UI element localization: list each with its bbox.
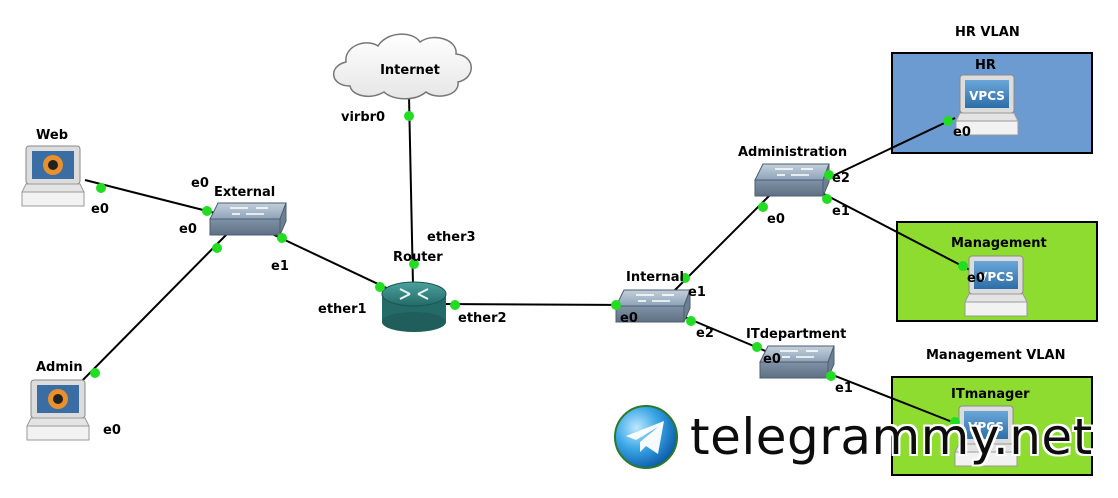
port-label-internal-e1: e1 bbox=[688, 285, 706, 300]
port-label-web-e0: e0 bbox=[91, 202, 109, 217]
links bbox=[74, 95, 971, 426]
link-internet-router[interactable] bbox=[408, 95, 414, 286]
web-pc-icon[interactable] bbox=[21, 145, 85, 207]
link-internal-administration[interactable] bbox=[674, 194, 771, 291]
hr-vpcs-icon[interactable]: VPCS bbox=[955, 74, 1019, 136]
router-icon[interactable] bbox=[381, 281, 447, 332]
port-dot-internal-e0[interactable] bbox=[611, 300, 621, 310]
node-label-internal: Internal bbox=[626, 270, 685, 285]
watermark-text: telegrammy.net bbox=[690, 408, 1093, 466]
node-label-admin: Admin bbox=[36, 360, 83, 375]
link-web-external[interactable] bbox=[84, 179, 216, 214]
port-label-management-e0: e0 bbox=[967, 271, 985, 286]
node-label-management: Management bbox=[951, 236, 1047, 251]
external-switch-icon[interactable] bbox=[209, 202, 287, 236]
node-label-web: Web bbox=[36, 128, 68, 143]
port-dot-ether2[interactable] bbox=[450, 300, 460, 310]
hr-vpcs-text: VPCS bbox=[969, 89, 1005, 103]
port-dot-itdepartment-e1[interactable] bbox=[826, 371, 836, 381]
management-vpcs-icon[interactable]: VPCS bbox=[964, 255, 1028, 317]
port-dot-hr-e0[interactable] bbox=[943, 116, 953, 126]
port-label-external-e0-left: e0 bbox=[179, 222, 197, 237]
port-dot-external-e1[interactable] bbox=[277, 233, 287, 243]
itmanager-vpcs-text: VPCS bbox=[968, 420, 1004, 434]
node-label-router: Router bbox=[393, 250, 443, 265]
link-admin-external[interactable] bbox=[74, 232, 229, 389]
port-dot-itmanager-e0[interactable] bbox=[950, 417, 960, 427]
port-dot-external-e0-left[interactable] bbox=[212, 243, 222, 253]
internal-switch-icon[interactable] bbox=[615, 289, 691, 323]
port-dot-administration-e2[interactable] bbox=[824, 170, 834, 180]
link-itdepartment-itmanager[interactable] bbox=[819, 369, 961, 426]
port-label-hr-e0: e0 bbox=[953, 125, 971, 140]
node-label-hr: HR bbox=[975, 58, 996, 73]
port-label-ether3: ether3 bbox=[427, 230, 476, 245]
port-dot-admin-e0[interactable] bbox=[90, 368, 100, 378]
port-label-ether1: ether1 bbox=[318, 302, 367, 317]
port-label-ether2: ether2 bbox=[458, 311, 507, 326]
telegrammy-watermark: telegrammy.net bbox=[612, 404, 1102, 470]
port-dot-internal-e1[interactable] bbox=[680, 273, 690, 283]
link-external-router[interactable] bbox=[269, 232, 396, 293]
internet-cloud-icon[interactable] bbox=[333, 33, 472, 100]
port-label-itdepartment-e0: e0 bbox=[763, 352, 781, 367]
admin-pc-icon[interactable] bbox=[26, 379, 90, 441]
hr-vlan-title: HR VLAN bbox=[955, 25, 1020, 40]
port-label-admin-e0: e0 bbox=[103, 423, 121, 438]
port-label-internal-e0: e0 bbox=[620, 311, 638, 326]
port-label-virbr0: virbr0 bbox=[341, 110, 386, 125]
node-label-administration: Administration bbox=[738, 145, 848, 160]
port-dot-ether1[interactable] bbox=[375, 282, 385, 292]
port-dot-administration-e0[interactable] bbox=[758, 202, 768, 212]
port-label-itdepartment-e1: e1 bbox=[835, 381, 853, 396]
itdepartment-switch-icon[interactable] bbox=[759, 345, 835, 379]
node-label-internet: Internet bbox=[380, 63, 440, 78]
port-dot-administration-e1[interactable] bbox=[822, 194, 832, 204]
port-dot-virbr0[interactable] bbox=[404, 111, 414, 121]
port-dot-internal-e2[interactable] bbox=[686, 316, 696, 326]
telegram-logo-icon bbox=[614, 405, 678, 469]
port-dot-ether3[interactable] bbox=[409, 259, 419, 269]
port-label-internal-e2: e2 bbox=[696, 326, 714, 341]
node-label-itmanager: ITmanager bbox=[951, 387, 1030, 402]
port-label-administration-e2: e2 bbox=[832, 171, 850, 186]
link-administration-hr[interactable] bbox=[819, 117, 956, 183]
port-label-administration-e0: e0 bbox=[767, 212, 785, 227]
port-dot-management-e0[interactable] bbox=[958, 261, 968, 271]
node-label-itdepartment: ITdepartment bbox=[746, 327, 847, 342]
node-label-external: External bbox=[214, 185, 276, 200]
administration-switch-icon[interactable] bbox=[754, 163, 830, 197]
port-label-external-e0-top: e0 bbox=[191, 176, 209, 191]
port-dot-web-e0[interactable] bbox=[96, 183, 106, 193]
management-vpcs-text: VPCS bbox=[978, 270, 1014, 284]
itmanager-vpcs-icon[interactable]: VPCS bbox=[954, 405, 1018, 467]
link-administration-management[interactable] bbox=[819, 191, 971, 271]
port-label-external-e1: e1 bbox=[271, 259, 289, 274]
link-router-internal[interactable] bbox=[439, 303, 631, 306]
port-dot-external-e0-top[interactable] bbox=[202, 206, 212, 216]
port-label-administration-e1: e1 bbox=[832, 204, 850, 219]
port-dot-itdepartment-e0[interactable] bbox=[752, 342, 762, 352]
management-vlan-title: Management VLAN bbox=[926, 348, 1066, 363]
